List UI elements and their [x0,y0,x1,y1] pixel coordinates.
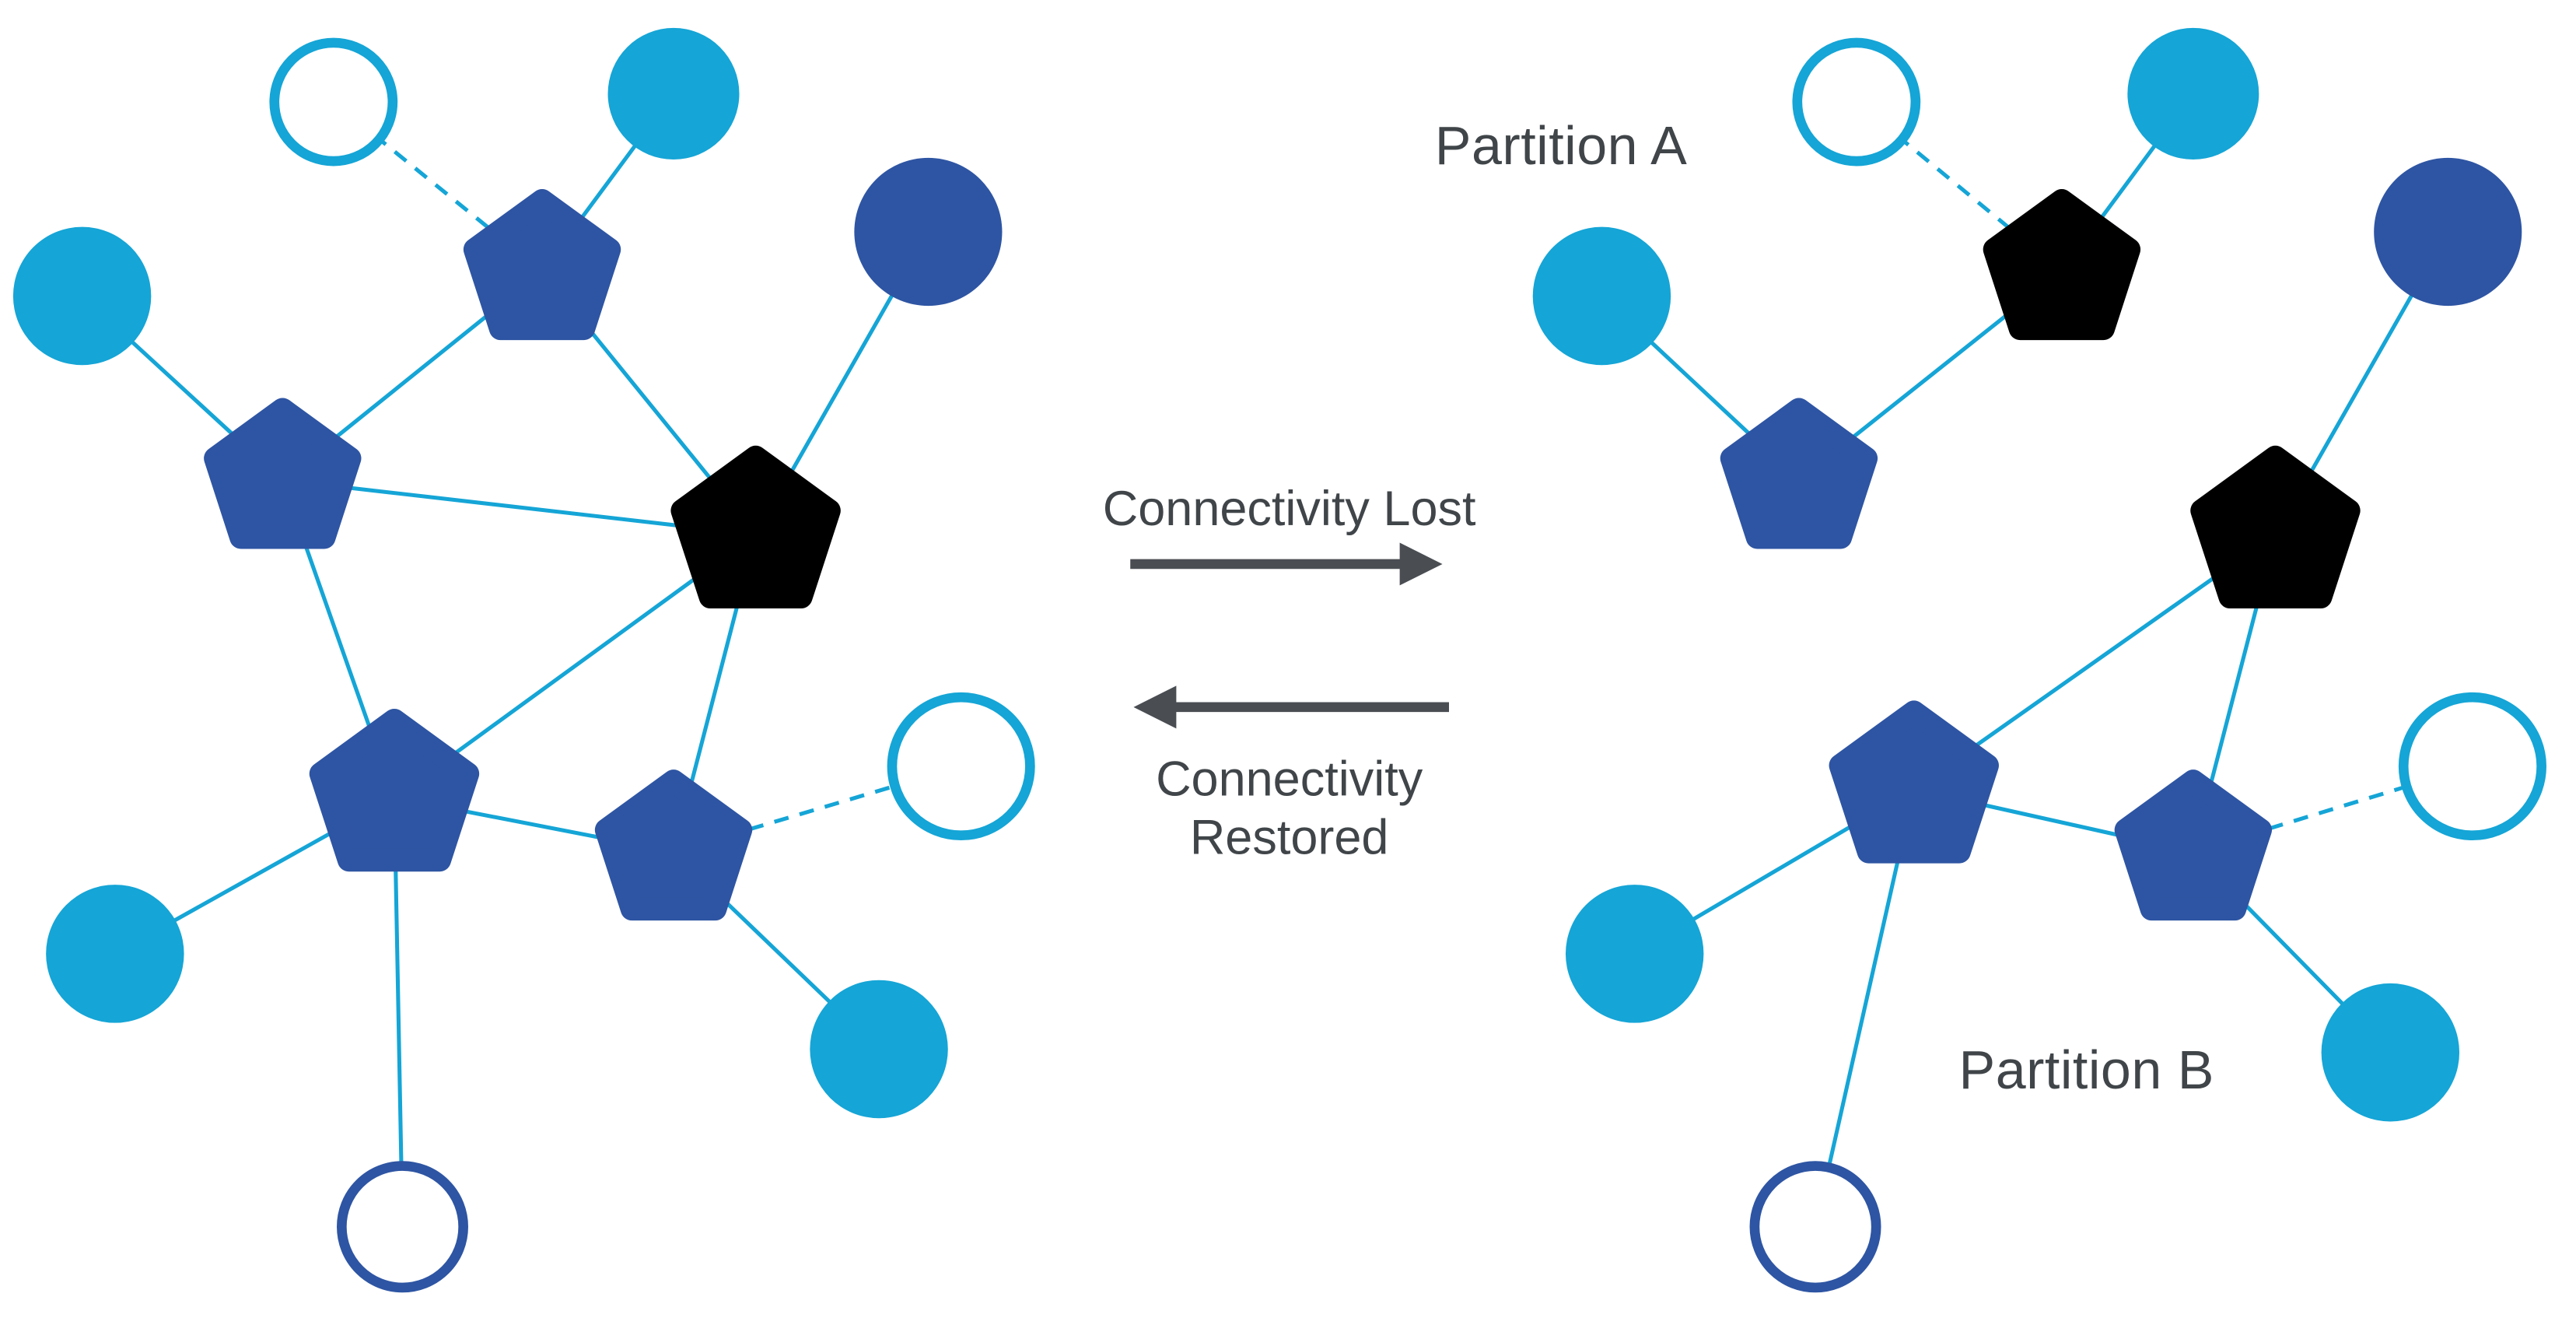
node-R7-pentagon-black [2190,445,2361,609]
connectivity-lost-label: Connectivity Lost [1102,481,1476,536]
node-R3-pentagon-black [1983,189,2141,341]
node-R1-outline-circle-cyan [1792,37,1921,166]
partition-a-label: Partition A [1434,114,1688,176]
node-R4-circle-navy [2374,157,2522,307]
connectivity-lost-arrow-head [1399,542,1443,586]
connectivity-restored-line2: Restored [1189,810,1389,865]
connectivity-restored-line1: Connectivity [1156,752,1423,807]
node-L10-outline-circle-cyan [887,692,1035,841]
node-R10-outline-circle-cyan [2398,692,2546,841]
node-L9-pentagon-navy [594,769,753,921]
node-R6-pentagon-navy [1720,398,1878,549]
node-R2-circle-cyan [2127,27,2259,160]
node-L5-circle-cyan [12,226,152,366]
node-L12-circle-cyan [810,980,948,1119]
node-L7-pentagon-black [670,445,841,609]
connectivity-restored-arrow-head [1133,685,1177,729]
node-L2-circle-cyan [607,27,740,160]
node-L8-pentagon-navy [309,708,480,872]
node-L4-circle-navy [854,157,1003,307]
node-R5-circle-cyan [1532,226,1671,366]
node-L6-pentagon-navy [204,398,362,549]
node-L13-outline-circle-navy [337,1161,468,1293]
node-R9-pentagon-navy [2114,769,2273,921]
node-L1-outline-circle-cyan [269,37,398,166]
connectivity-restored-label: Connectivity Restored [1056,751,1523,867]
node-R13-outline-circle-navy [1749,1161,1881,1293]
node-L3-pentagon-navy [463,189,621,341]
node-L11-circle-cyan [46,885,184,1023]
node-R11-circle-cyan [1565,885,1704,1023]
partition-b-label: Partition B [1958,1039,2214,1100]
node-R8-pentagon-navy [1829,700,1999,864]
node-R12-circle-cyan [2321,983,2460,1122]
